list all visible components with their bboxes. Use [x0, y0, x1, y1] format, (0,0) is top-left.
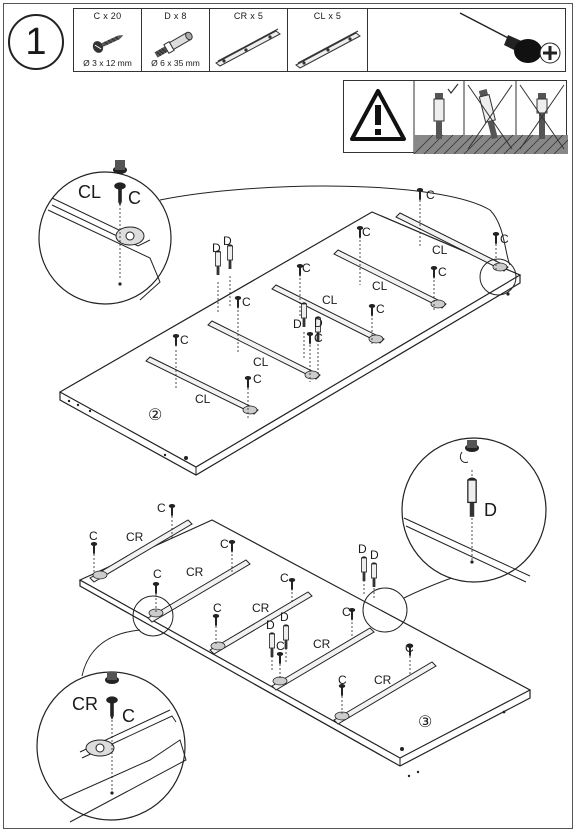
- part-cell-rail-right: CR x 5: [210, 9, 288, 71]
- rail-label: CR: [313, 637, 331, 651]
- bolt-wrong-tilt-icon: [467, 84, 513, 150]
- detail-screw-label: C: [122, 706, 135, 726]
- bolt-label: D: [293, 317, 302, 331]
- bolt-label: D: [370, 548, 379, 562]
- part-cell-rail-left: CL x 5: [288, 9, 368, 71]
- step-number: 1: [8, 14, 64, 70]
- screw-label: C: [376, 302, 385, 316]
- part-cell-cam-bolt: D x 8 Ø 6 x 35 mm: [142, 9, 210, 71]
- panel-bottom: C C C C C C C C C C D D D D CR CR CR CR …: [36, 437, 547, 823]
- parts-table: C x 20 Ø 3 x 12 mm D x 8: [73, 8, 566, 72]
- rail-label: CR: [374, 673, 392, 687]
- sheet-border: [3, 3, 573, 829]
- part-label: C x 20: [93, 11, 122, 21]
- screw-label: C: [242, 295, 251, 309]
- rail-label: CL: [195, 392, 211, 406]
- screw-label: C: [153, 567, 162, 581]
- screw-label: C: [438, 265, 447, 279]
- bolt-wrong-overdriven-icon: [519, 84, 565, 150]
- screw-label: C: [253, 372, 262, 386]
- rail-left-icon: [295, 30, 361, 69]
- part-dimension: Ø 3 x 12 mm: [83, 58, 132, 68]
- screw-label: C: [342, 605, 351, 619]
- rail-label: CR: [252, 601, 270, 615]
- detail-screw-label: C: [128, 188, 141, 208]
- warning-graphics: [350, 81, 568, 154]
- detail-rail-label: CL: [78, 182, 101, 202]
- bolt-label: D: [280, 610, 289, 624]
- screw-label: C: [338, 673, 347, 687]
- screw-label: C: [280, 571, 289, 585]
- screw-label: C: [405, 641, 414, 655]
- warning-panel: [343, 80, 568, 154]
- panel-number: ②: [148, 407, 162, 424]
- rail-right-icon: [215, 28, 281, 67]
- panel-number: ③: [418, 714, 432, 731]
- detail-bolt-label: D: [484, 500, 497, 520]
- part-label: D x 8: [164, 11, 187, 21]
- part-cell-screw: C x 20 Ø 3 x 12 mm: [74, 9, 142, 71]
- rails-bottom: [89, 519, 437, 725]
- rail-label: CL: [322, 293, 338, 307]
- panel-top: C C C C C C C C C C D D D D CL CL CL CL …: [38, 160, 522, 476]
- step-number-text: 1: [25, 20, 47, 63]
- screw-icon: [92, 35, 124, 53]
- bolt-correct-icon: [433, 83, 459, 139]
- screw-label: C: [500, 232, 509, 246]
- screw-label: C: [302, 261, 311, 275]
- phillips-screwdriver-icon: [459, 12, 561, 64]
- screw-label: C: [362, 225, 371, 239]
- screw-label: C: [213, 601, 222, 615]
- bolt-label: D: [266, 618, 275, 632]
- part-dimension: Ø 6 x 35 mm: [151, 58, 200, 68]
- screw-label: C: [276, 639, 285, 653]
- cam-bolt-icon: [154, 31, 193, 58]
- rail-label: CL: [253, 355, 269, 369]
- detail-rail-label: CR: [72, 694, 98, 714]
- rail-label: CR: [186, 565, 204, 579]
- detail-circle-top: [38, 171, 172, 305]
- part-label: CR x 5: [233, 11, 264, 21]
- screw-label: C: [89, 529, 98, 543]
- screw-label: C: [426, 188, 435, 202]
- rail-label: CR: [126, 530, 144, 544]
- caution-triangle-icon: [350, 89, 406, 141]
- part-label: CL x 5: [313, 11, 342, 21]
- screw-label: C: [220, 537, 229, 551]
- rail-label: CL: [372, 279, 388, 293]
- bolt-label: D: [212, 241, 221, 255]
- screw-label: C: [180, 333, 189, 347]
- screw-label: C: [157, 501, 166, 515]
- rail-label: CL: [432, 243, 448, 257]
- bolt-label: D: [358, 542, 367, 556]
- bolt-label: D: [223, 234, 232, 248]
- bolt-label: D: [314, 316, 323, 330]
- screw-label: C: [314, 331, 323, 345]
